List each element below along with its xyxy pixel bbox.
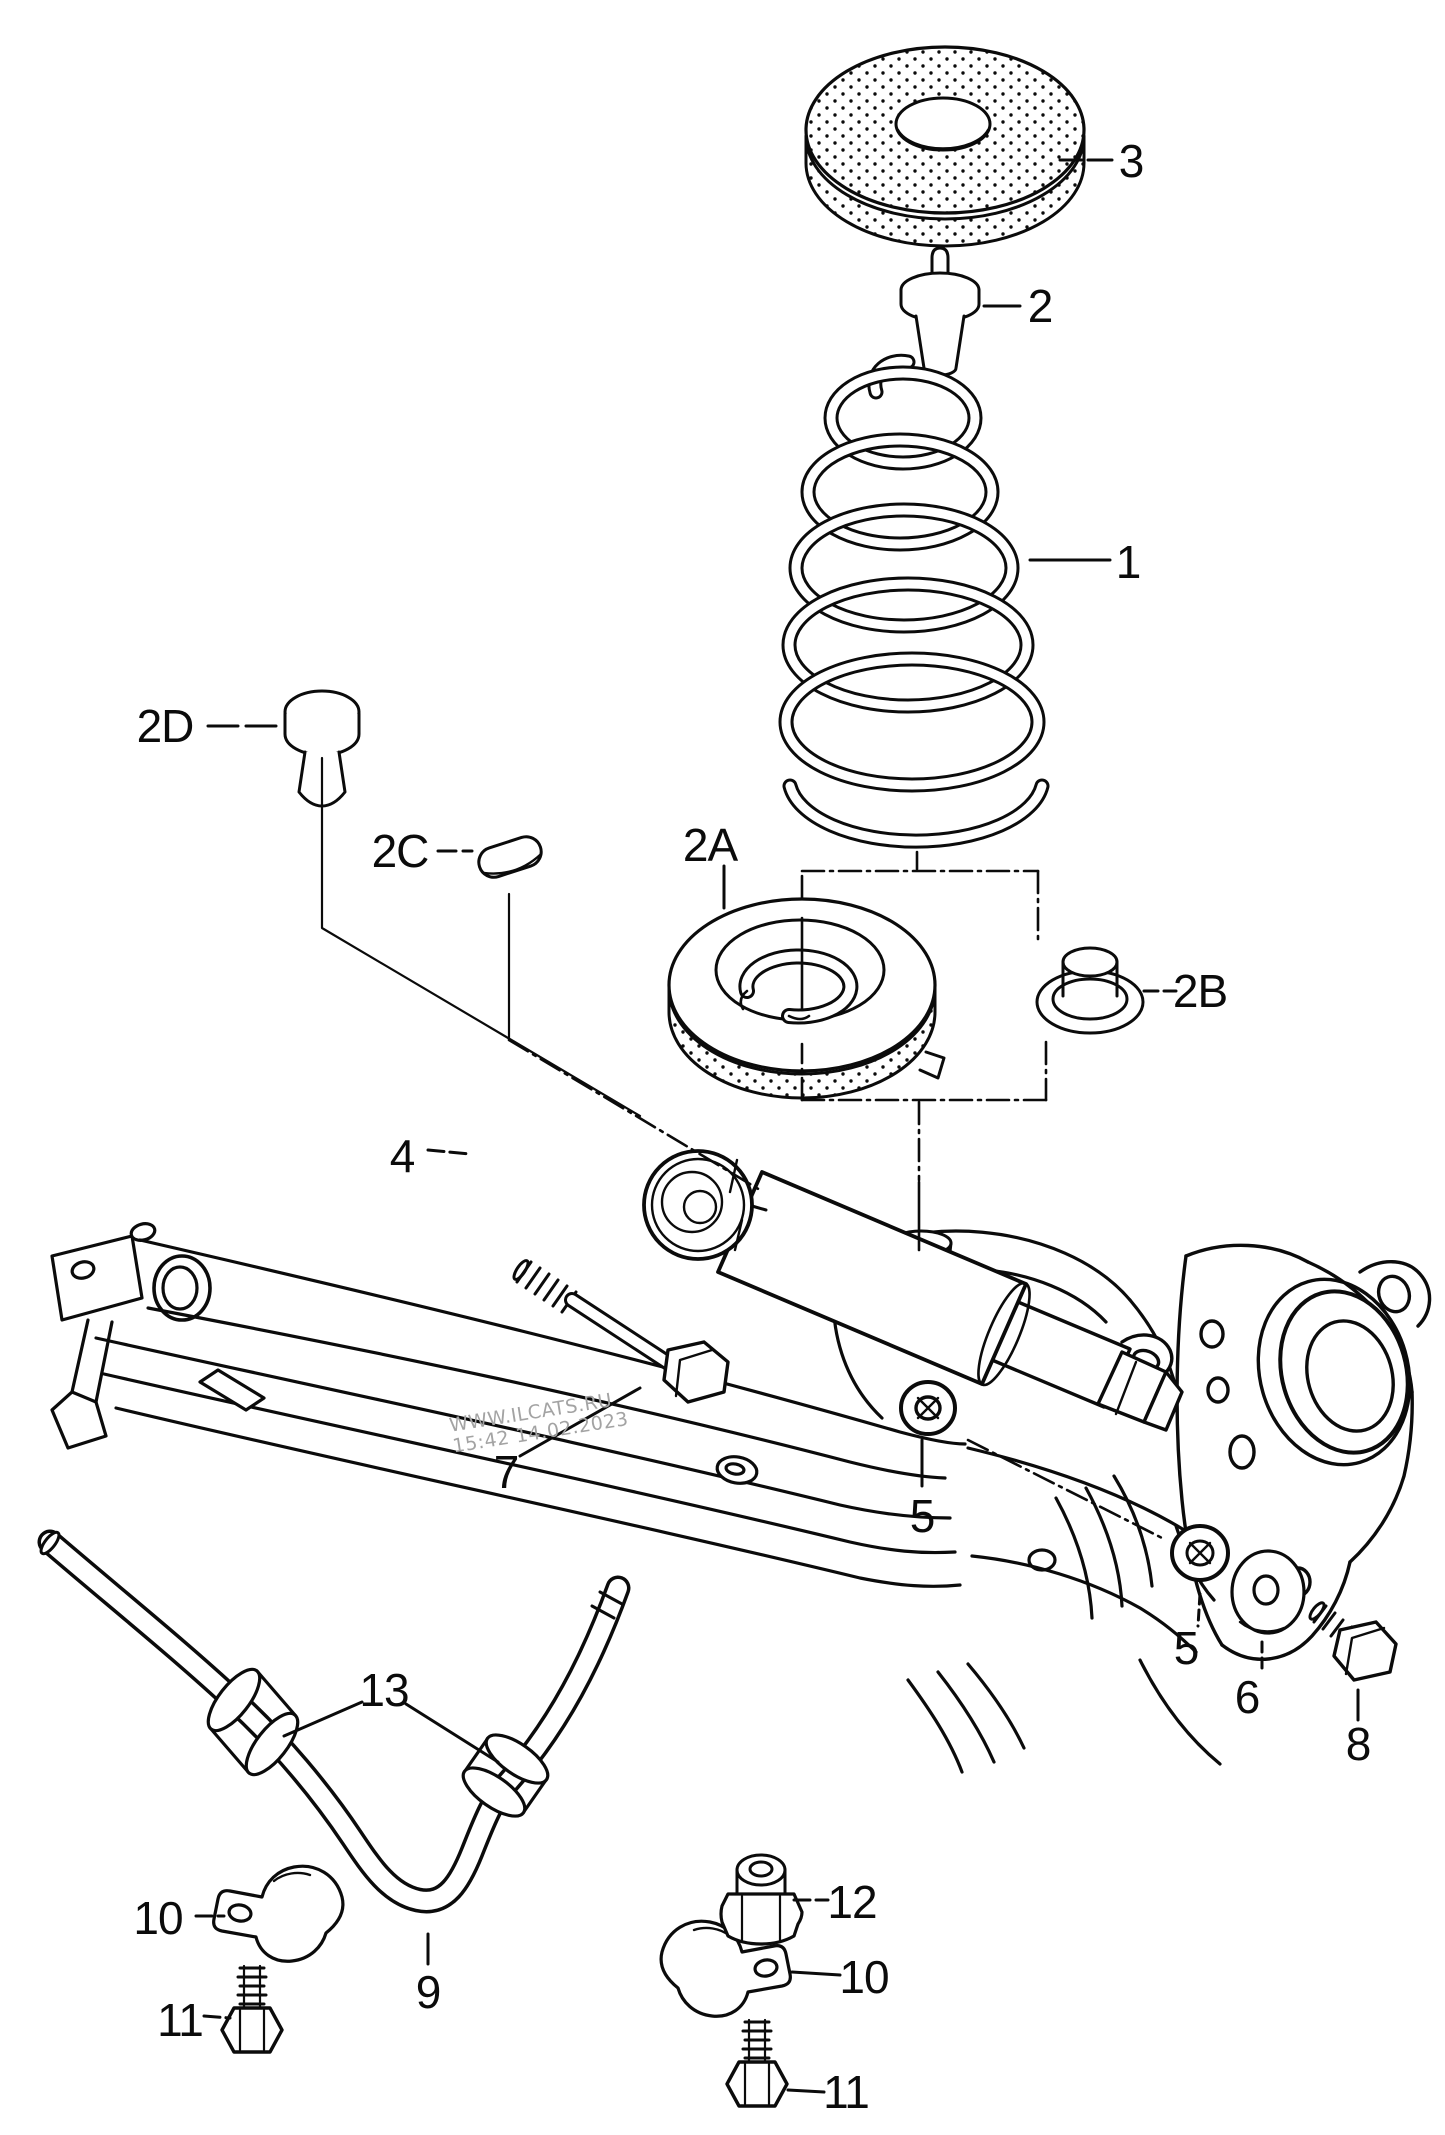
bracket-10-left	[212, 1864, 345, 1963]
part-label-12: 12	[827, 1876, 877, 1928]
part-label-2d: 2D	[136, 700, 195, 752]
part-label-9: 9	[415, 1966, 442, 2018]
shock-absorber-4	[642, 1149, 1184, 1432]
bushing-5-lower	[1170, 1524, 1230, 1582]
part-label-7: 7	[493, 1446, 520, 1498]
spring-seat-2a	[667, 897, 946, 1100]
stabilizer-bushing-13-right	[461, 1733, 550, 1818]
nut-12	[719, 1853, 804, 1946]
cap-2c	[477, 835, 543, 879]
stabilizer-bushing-13-left	[206, 1667, 300, 1777]
leader-lines	[194, 158, 1360, 2094]
bolt-11-right	[725, 2018, 789, 2108]
part-label-2b: 2B	[1172, 965, 1228, 1017]
part-label-2c: 2C	[371, 825, 430, 877]
part-label-2a: 2A	[682, 819, 738, 871]
part-label-11b: 11	[823, 2066, 870, 2118]
part-label-10a: 10	[133, 1892, 183, 1944]
washer-6	[1230, 1549, 1306, 1635]
damper-ring-3	[804, 45, 1086, 248]
spring-seat-2b	[1035, 946, 1145, 1035]
part-label-5a: 5	[909, 1490, 936, 1542]
bolt-7	[512, 1259, 730, 1404]
bolt-8	[1308, 1601, 1398, 1682]
part-label-1: 1	[1115, 536, 1142, 588]
part-label-10b: 10	[839, 1951, 889, 2003]
part-label-8: 8	[1345, 1718, 1372, 1770]
coil-spring-1	[778, 353, 1050, 849]
part-label-5b: 5	[1173, 1622, 1200, 1674]
part-label-13: 13	[359, 1664, 409, 1716]
construction-lines	[320, 804, 1168, 1542]
hub-carrier	[1114, 1243, 1432, 1661]
part-label-2: 2	[1027, 280, 1054, 332]
bolt-11-left	[220, 1964, 284, 2054]
part-label-4: 4	[389, 1130, 416, 1182]
buffer-2	[899, 246, 981, 377]
bushing-5-upper	[899, 1380, 957, 1436]
part-label-11a: 11	[157, 1994, 204, 2046]
part-label-3: 3	[1118, 135, 1145, 187]
part-label-6: 6	[1234, 1671, 1261, 1723]
clip-2d	[283, 689, 361, 808]
